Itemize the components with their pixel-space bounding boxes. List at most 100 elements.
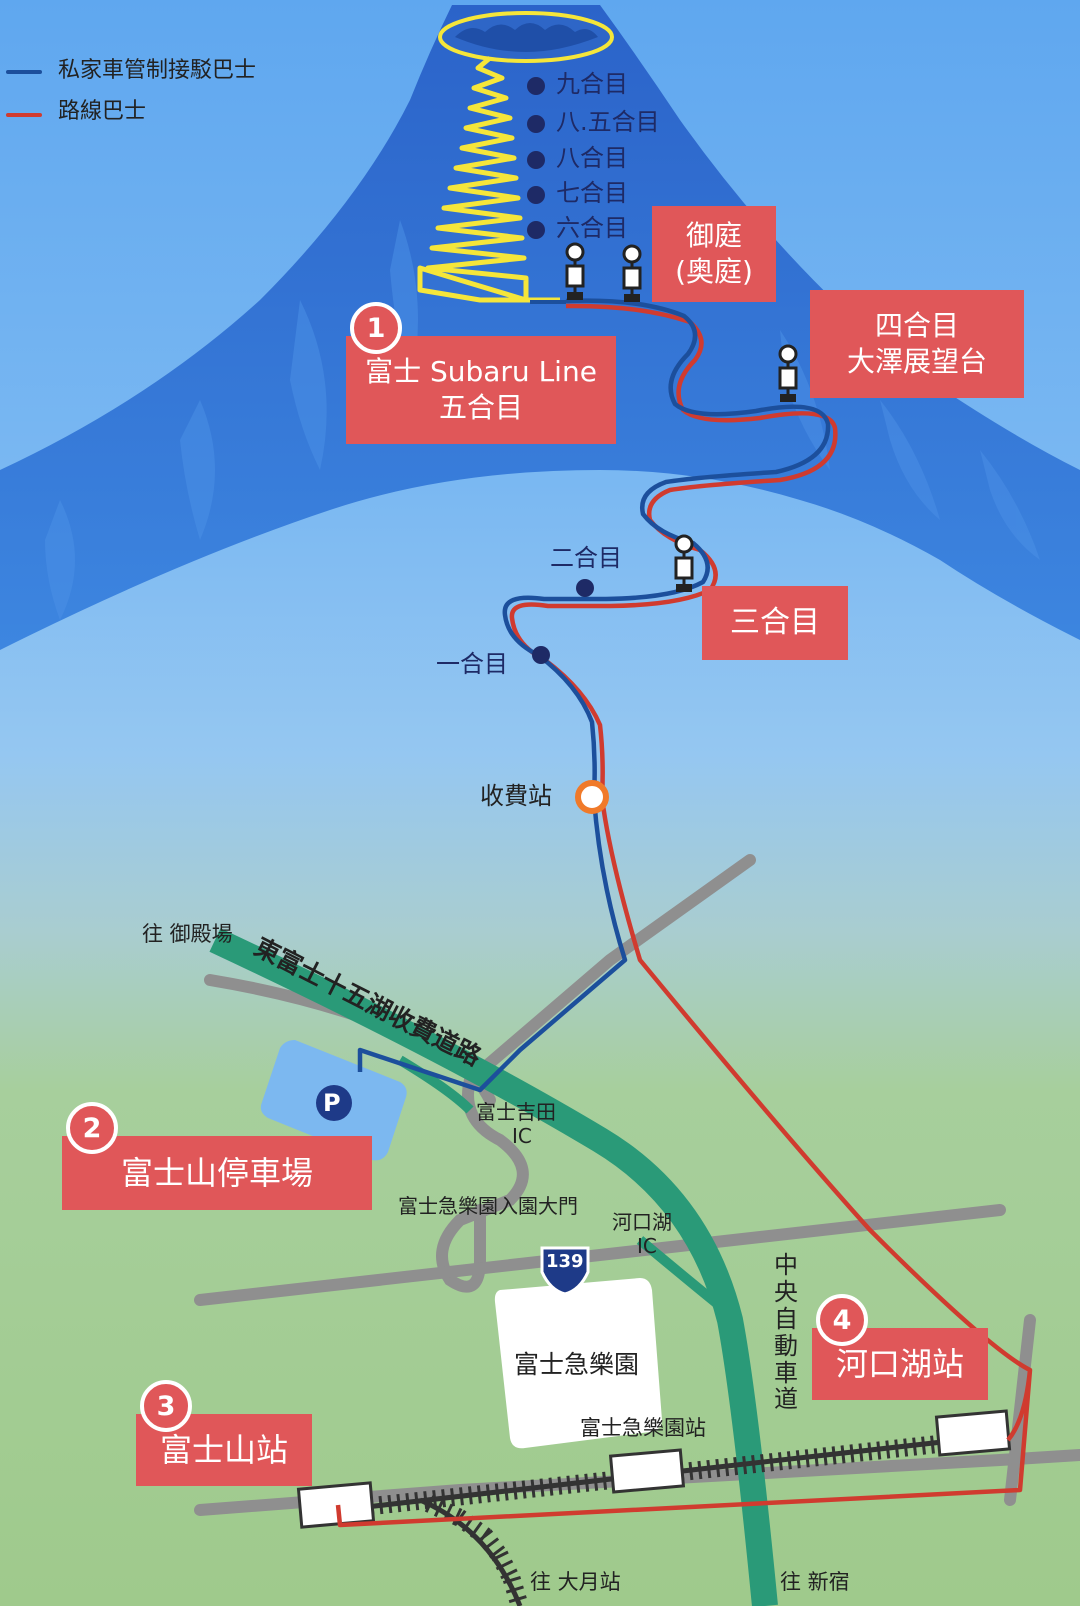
rail-tie	[724, 1457, 730, 1477]
rail-tie	[494, 1483, 500, 1502]
label-to-shinjuku: 往 新宿	[780, 1570, 850, 1594]
stop-sangome: 三合目	[702, 586, 848, 660]
rail-tie	[432, 1490, 438, 1509]
bus-stop-pin	[674, 534, 694, 592]
rail-tie	[602, 1471, 608, 1490]
rail-tie	[706, 1459, 712, 1479]
rail-tie	[804, 1449, 810, 1468]
rail-tie	[912, 1437, 918, 1456]
rail-tie	[903, 1438, 909, 1457]
rail-tie	[930, 1435, 935, 1454]
rail-tie	[768, 1453, 774, 1472]
stop-oniwa: 御庭 (奥庭)	[652, 206, 776, 302]
stop-number-4: 4	[816, 1294, 868, 1346]
label-kawaguchiko-ic-1: 河口湖	[612, 1210, 672, 1234]
route-shuttle-bus	[357, 298, 831, 1093]
rail-tie	[405, 1493, 411, 1512]
rail-tie	[858, 1443, 864, 1462]
rail-tie	[508, 1595, 527, 1604]
station-ichigome: 一合目	[436, 650, 508, 678]
rail-tie	[849, 1444, 855, 1463]
kawaguchiko-ramp	[636, 1236, 729, 1314]
label-chuo-expressway: 中央自動車道	[774, 1251, 798, 1414]
legend-label-line-bus: 路線巴士	[58, 99, 147, 124]
label-yoshida-ic-1: 富士吉田	[476, 1100, 556, 1124]
rail-tie	[512, 1481, 518, 1500]
rail-tie	[433, 1499, 445, 1518]
label-route-139: 139	[546, 1251, 584, 1272]
label-kawaguchiko-ic-2: IC	[637, 1234, 657, 1258]
rail-tie	[831, 1446, 837, 1465]
stop-number-1: 1	[350, 302, 402, 354]
rail-tie	[482, 1537, 500, 1551]
label-fuji-q-highland-station: 富士急樂園站	[580, 1416, 706, 1440]
rail-tie	[539, 1478, 545, 1497]
station-nigome: 二合目	[550, 544, 622, 572]
legend-label-shuttle: 私家車管制接駁巴士	[58, 58, 257, 83]
rail-tie	[885, 1440, 891, 1459]
rail-tie	[867, 1442, 873, 1461]
rail-tie	[502, 1575, 522, 1585]
fuji-q-highland-area	[494, 1278, 662, 1449]
rail-tie	[505, 1585, 524, 1594]
stop-kawaguchiko-station-line1: 河口湖站	[835, 1344, 964, 1383]
rail-tie	[876, 1441, 882, 1460]
rail-tie	[450, 1488, 455, 1507]
bus-stop-pins	[565, 242, 798, 592]
stop-oniwa-line2: (奥庭)	[675, 255, 753, 288]
rail-tie	[813, 1448, 819, 1467]
label-fuji-q-highland: 富士急樂園	[514, 1350, 640, 1379]
rail-tie	[786, 1451, 792, 1470]
stop-parking-line1: 富士山停車場	[120, 1153, 313, 1192]
rail-tie	[840, 1445, 846, 1464]
rail-tie	[495, 1559, 514, 1571]
rail-tie	[414, 1492, 420, 1511]
route-line-bus	[335, 303, 1033, 1528]
rail-tie	[441, 1489, 447, 1508]
upper-station-dots	[527, 77, 594, 664]
stop-subaru-line-5th: 富士 Subaru Line 五合目	[346, 336, 616, 444]
rail-tie	[742, 1456, 748, 1475]
rail-tie	[575, 1474, 581, 1493]
label-to-gotemba: 往 御殿場	[142, 922, 233, 946]
station-nanagome: 七合目	[556, 179, 628, 207]
rail-tie	[485, 1484, 491, 1503]
route-139-shield	[540, 1246, 590, 1296]
stop-number-2: 2	[66, 1102, 118, 1154]
rail-tie	[921, 1436, 927, 1455]
rail-tie	[760, 1454, 765, 1473]
rail-tie	[777, 1452, 783, 1471]
station-hachigome-half: 八.五合目	[556, 108, 660, 136]
stop-yongome: 四合目 大澤展望台	[810, 290, 1024, 398]
rail-tie	[476, 1485, 482, 1504]
label-highland-gate: 富士急樂園入園大門	[398, 1194, 578, 1218]
rail-tie	[697, 1460, 703, 1480]
rail-tie	[548, 1477, 554, 1496]
rail-tie	[476, 1529, 494, 1543]
stop-oniwa-line1: 御庭	[685, 219, 742, 253]
rail-tie	[530, 1479, 536, 1498]
rail-tie	[593, 1472, 599, 1491]
rail-tie	[557, 1476, 563, 1495]
climbing-trail	[417, 56, 529, 303]
rail-tie	[822, 1447, 828, 1466]
legend-swatch-line-bus	[6, 113, 42, 117]
rail-tie	[452, 1507, 463, 1526]
label-to-otsuki: 往 大月站	[530, 1570, 621, 1594]
rail-tie	[733, 1457, 739, 1476]
rail-tie	[751, 1455, 757, 1474]
toll-gate-label: 收費站	[480, 782, 552, 810]
legend-swatch-shuttle	[6, 70, 42, 74]
bus-stop-pin	[565, 242, 585, 300]
mountain-ridges	[45, 220, 1040, 620]
kawaguchiko-station-building	[934, 1409, 1012, 1457]
rail-tie	[424, 1495, 436, 1513]
rail-tie	[584, 1473, 590, 1492]
rail-tie	[795, 1450, 801, 1469]
rail-tie	[491, 1550, 509, 1562]
rail-tie	[396, 1493, 402, 1513]
rail-tie	[715, 1458, 721, 1478]
mount-fuji	[0, 5, 1080, 650]
